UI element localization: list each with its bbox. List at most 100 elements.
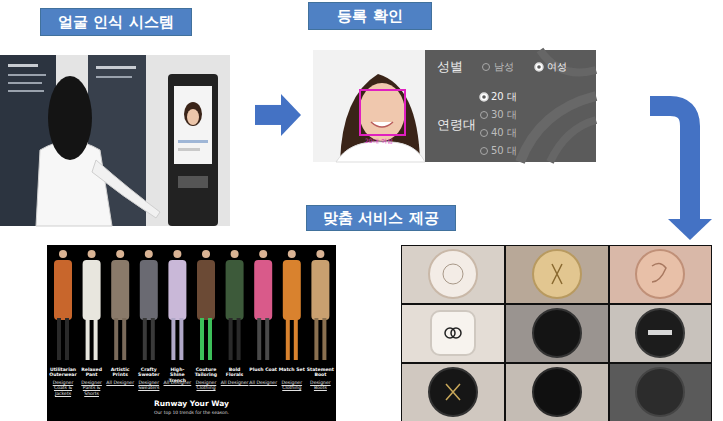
photo-ground — [0, 55, 230, 226]
option-label: 50 대 — [491, 145, 517, 156]
compact-logo — [451, 328, 461, 338]
face-shirt — [336, 142, 425, 162]
radio-on — [535, 63, 543, 71]
trend-title: Bold Florals — [221, 367, 249, 378]
trend-title: Crafty Sweater — [135, 367, 163, 378]
model-figure — [254, 250, 272, 360]
stage-group: 맞춤 서비스 제공 — [47, 245, 712, 421]
stage-group: 얼굴 인식 시스템 — [0, 55, 230, 226]
model-figure — [197, 250, 215, 360]
flow-arrow — [255, 94, 301, 136]
runway-ground — [47, 245, 336, 421]
screen-bar — [178, 148, 200, 151]
model-figure — [226, 250, 244, 360]
trend-title: Relaxed Pant — [78, 367, 106, 378]
menu-ground — [425, 50, 596, 162]
arrow-shaft — [255, 105, 281, 125]
cushion-compact — [533, 250, 581, 298]
trend-link: Designer Coats & Jackets — [49, 380, 77, 396]
woman-arm — [92, 160, 160, 218]
model-figure — [140, 250, 158, 360]
kiosk-screen — [174, 86, 212, 164]
compact-logo — [652, 263, 666, 282]
stage-heading: 얼굴 인식 시스템 — [40, 8, 192, 36]
cushion-compact — [533, 368, 581, 416]
model-figure — [283, 250, 301, 360]
cushion-compact — [636, 309, 684, 357]
model-figure — [83, 250, 101, 360]
woman-hair — [48, 76, 92, 160]
poster-line — [96, 76, 132, 78]
radio-on — [480, 93, 488, 101]
model-figure — [168, 250, 186, 360]
menu-pattern — [520, 96, 596, 162]
compact-logo — [648, 330, 672, 335]
option-label: 40 대 — [491, 127, 517, 138]
radio-off — [483, 64, 490, 71]
face-tag: 20대 여성 — [365, 138, 393, 145]
cushion-compact — [533, 309, 581, 357]
screen-face — [187, 109, 199, 125]
option-label: 30 대 — [491, 109, 517, 120]
radio-off — [481, 148, 488, 155]
trend-title: Match Set — [278, 367, 306, 372]
trend-title: Artistic Prints — [106, 367, 134, 378]
poster-line — [8, 82, 42, 84]
cushion-compact — [429, 368, 477, 416]
kiosk-slot — [178, 176, 208, 188]
face-screen — [313, 50, 596, 162]
product-tile — [610, 246, 711, 303]
cushion-compact — [431, 311, 475, 355]
product-tile — [506, 305, 608, 362]
option-label: 남성 — [494, 61, 514, 72]
trend-link: All Designer — [221, 380, 249, 385]
product-tile — [506, 246, 608, 303]
face-ground — [313, 50, 425, 162]
trend-title: Statement Boot — [306, 367, 334, 378]
runway-image — [47, 245, 336, 421]
radio-dot — [482, 95, 486, 99]
stage-heading: 등록 확인 — [308, 2, 432, 30]
compact-logo — [443, 264, 463, 284]
menu-heading: 성별 — [437, 60, 463, 74]
cushion-compact — [429, 250, 477, 298]
poster-line — [8, 74, 46, 76]
compact-logo — [446, 384, 460, 400]
arrow-head — [281, 94, 301, 136]
trend-link: Designer Clothing — [192, 380, 220, 391]
screen-bar — [178, 140, 208, 143]
menu-heading: 연령대 — [437, 118, 476, 132]
option-selected: 20 대 — [491, 91, 517, 102]
option-selected: 여성 — [547, 61, 567, 72]
trend-link: Designer Sweaters — [135, 380, 163, 391]
trend-link: Designer Pants & Shorts — [78, 380, 106, 396]
radio-off — [481, 130, 488, 137]
trend-title: Couture Tailoring — [192, 367, 220, 378]
trend-link: All Designer — [106, 380, 134, 385]
poster-line — [8, 64, 38, 67]
banner-subtitle: Our top 10 trends for the season. — [47, 411, 336, 416]
model-figure — [311, 250, 329, 360]
trend-link: Designer Clothing — [278, 380, 306, 391]
trend-title: Plush Coat — [249, 367, 277, 372]
detection-box — [360, 90, 405, 135]
compact-logo — [552, 264, 562, 284]
radio-dot — [537, 65, 541, 69]
cosmetics-ground — [401, 245, 712, 421]
radio-off — [481, 112, 488, 119]
face-smile — [371, 122, 393, 127]
kiosk-photo — [0, 55, 230, 226]
menu-pattern — [540, 50, 596, 73]
trend-title: Utilitarian Outerwear — [49, 367, 77, 378]
trend-link: All Designer — [163, 380, 191, 385]
trend-link: Designer Boots — [306, 380, 334, 391]
product-tile — [610, 305, 711, 362]
face-skin — [359, 83, 405, 141]
menu-pattern — [550, 120, 596, 162]
product-tile — [610, 364, 711, 421]
cushion-compact — [636, 250, 684, 298]
poster-line — [96, 66, 136, 69]
poster-line — [8, 90, 44, 92]
banner-title: Runway Your Way — [47, 400, 336, 408]
